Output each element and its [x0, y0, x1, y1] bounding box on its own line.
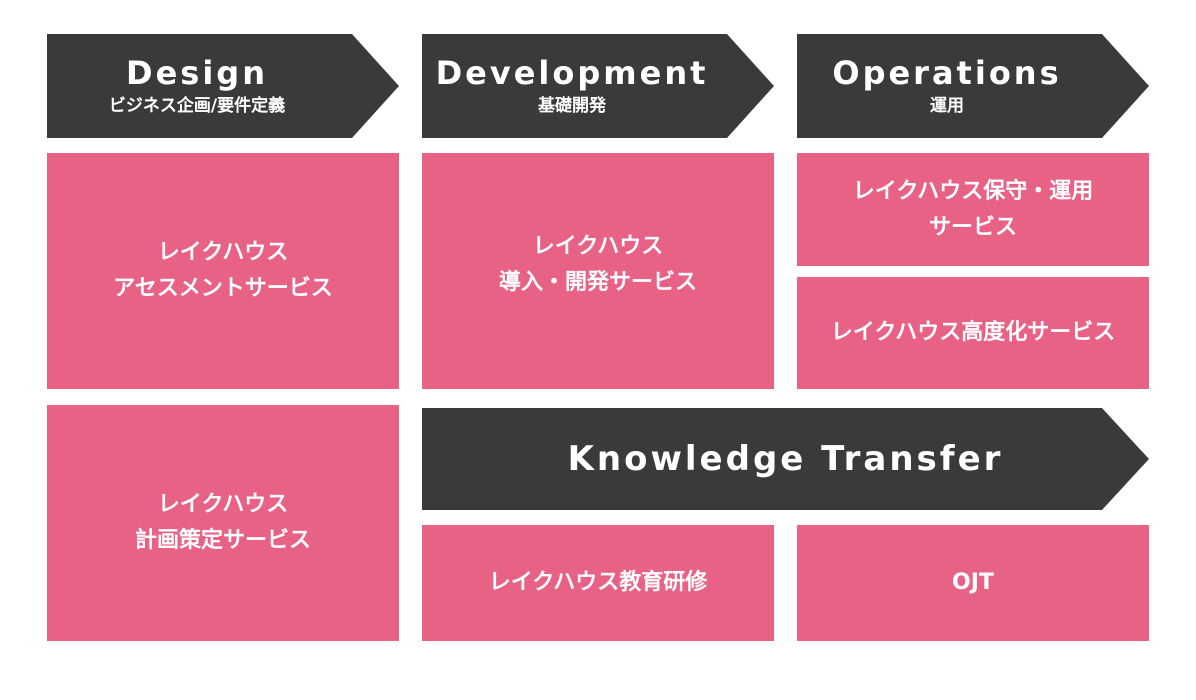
service-box-planning: レイクハウス 計画策定サービス	[47, 405, 399, 641]
service-label-line1: レイクハウス保守・運用	[852, 178, 1094, 204]
service-box-ojt: OJT	[797, 525, 1149, 641]
service-label-line1: レイクハウス高度化サービス	[830, 320, 1116, 345]
service-label-line2: 計画策定サービス	[134, 528, 311, 553]
phase-title: Design	[126, 54, 268, 92]
service-box-advancement: レイクハウス高度化サービス	[797, 277, 1149, 389]
phase-title: Development	[435, 54, 709, 92]
phase-arrow-development: Development 基礎開発	[422, 34, 774, 138]
service-label-line1: レイクハウス	[157, 240, 289, 265]
service-label-line2: 導入・開発サービス	[498, 270, 697, 295]
phase-arrow-design: Design ビジネス企画/要件定義	[47, 34, 399, 138]
service-box-maintenance: レイクハウス保守・運用 サービス	[797, 153, 1149, 266]
service-box-development: レイクハウス 導入・開発サービス	[422, 153, 774, 389]
service-label-line1: レイクハウス	[532, 234, 664, 259]
service-label-line2: サービス	[928, 214, 1017, 240]
service-label-line2: アセスメントサービス	[113, 276, 333, 301]
service-label-line1: レイクハウス教育研修	[488, 570, 708, 595]
service-box-assessment: レイクハウス アセスメントサービス	[47, 153, 399, 389]
service-label-line1: OJT	[952, 570, 994, 595]
knowledge-transfer-arrow: Knowledge Transfer	[422, 408, 1149, 510]
knowledge-transfer-title: Knowledge Transfer	[567, 439, 1004, 479]
phase-arrow-operations: Operations 運用	[797, 34, 1149, 138]
phase-subtitle: 運用	[930, 96, 964, 116]
phase-subtitle: ビジネス企画/要件定義	[108, 96, 286, 116]
service-label-line1: レイクハウス	[157, 492, 289, 517]
service-box-training: レイクハウス教育研修	[422, 525, 774, 641]
phase-subtitle: 基礎開発	[538, 96, 606, 116]
phase-title: Operations	[832, 54, 1062, 92]
